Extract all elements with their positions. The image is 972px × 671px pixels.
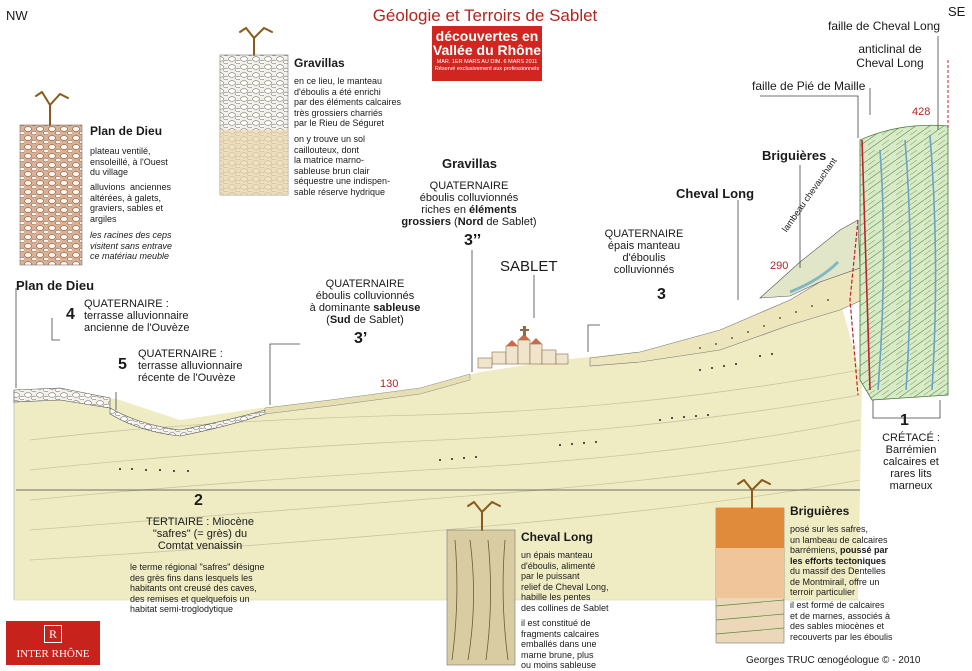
inter-rhone-logo: R INTER RHÔNE xyxy=(6,621,100,665)
unit-3-number: 3 xyxy=(657,286,666,303)
place-gravillas: Gravillas xyxy=(442,156,497,171)
direction-nw: NW xyxy=(6,8,28,23)
inset-plan-p3: les racines des ceps visitent sans entra… xyxy=(90,230,173,261)
inset-grav-p1: en ce lieu, le manteau d'éboulis a été e… xyxy=(294,76,402,128)
unit-2-text: TERTIAIRE : Miocène "safres" (= grès) du… xyxy=(146,516,254,552)
unit-1-number: 1 xyxy=(900,412,909,429)
inset-plan-p1: plateau ventilé, ensoleillé, à l'Ouest d… xyxy=(90,146,168,177)
inset-grav-title: Gravillas xyxy=(294,56,345,70)
unit-3-text: QUATERNAIRE épais manteau d'éboulis coll… xyxy=(604,228,684,276)
altitude-428: 428 xyxy=(912,106,931,118)
direction-se: SE xyxy=(948,4,966,19)
unit-5-number: 5 xyxy=(118,356,127,373)
credit: Georges TRUC œnogéologue © - 2010 xyxy=(746,655,921,666)
logo-notice: Réservé exclusivement aux professionnels xyxy=(434,66,540,72)
place-sablet: SABLET xyxy=(500,258,558,275)
page-title: Géologie et Terroirs de Sablet xyxy=(372,6,598,25)
logo-dates: MAR. 1ER MARS AU DIM. 6 MARS 2011 xyxy=(436,59,538,65)
unit-3prime-number: 3’ xyxy=(354,330,368,347)
altitude-130: 130 xyxy=(380,378,399,390)
fault-pie-maille-label: faille de Pié de Maille xyxy=(752,79,866,93)
unit-3second-text: QUATERNAIRE éboulis colluvionnés riches … xyxy=(401,180,537,228)
unit-4-number: 4 xyxy=(66,306,75,323)
inset-plan-title: Plan de Dieu xyxy=(90,124,163,138)
altitude-290: 290 xyxy=(770,260,789,272)
inset-brig-p1: posé sur les safres, un lambeau de calca… xyxy=(790,524,889,597)
inset-chev-p2: il est constitué de fragments calcaires … xyxy=(521,618,600,670)
inter-rhone-text: INTER RHÔNE xyxy=(16,648,90,660)
unit-4-text: QUATERNAIRE : terrasse alluvionnaire anc… xyxy=(84,298,190,334)
safres-note: le terme régional "safres" désigne des g… xyxy=(130,562,265,614)
inset-chev-title: Cheval Long xyxy=(521,530,594,544)
place-cheval-long: Cheval Long xyxy=(676,186,755,201)
inter-rhone-emblem: R xyxy=(44,625,62,643)
unit-3prime-text: QUATERNAIRE éboulis colluvionnés à domin… xyxy=(309,278,421,326)
unit-1-text: CRÉTACÉ : Barrémien calcaires et rares l… xyxy=(882,432,940,492)
anticlinal-label: anticlinal de Cheval Long xyxy=(856,42,924,70)
event-logo: découvertes en Vallée du Rhône MAR. 1ER … xyxy=(432,26,542,81)
place-plan-de-dieu: Plan de Dieu xyxy=(16,278,95,293)
inset-brig-title: Briguières xyxy=(790,504,850,518)
inset-plan-p2: alluvions anciennes altérées, à galets, … xyxy=(90,182,172,224)
inset-chev-p1: un épais manteau d'éboulis, alimenté par… xyxy=(521,550,609,613)
logo-main: découvertes en Vallée du Rhône xyxy=(432,28,542,58)
unit-2-number: 2 xyxy=(194,492,203,509)
inset-brig-p2: il est formé de calcaires et de marnes, … xyxy=(790,600,893,642)
unit-5-text: QUATERNAIRE : terrasse alluvionnaire réc… xyxy=(138,348,243,384)
inset-grav-p2: on y trouve un sol caillouteux, dont la … xyxy=(294,134,391,197)
fault-cheval-long-label: faille de Cheval Long xyxy=(828,19,941,33)
unit-3second-number: 3’’ xyxy=(464,232,482,249)
place-briguieres: Briguières xyxy=(762,148,827,163)
